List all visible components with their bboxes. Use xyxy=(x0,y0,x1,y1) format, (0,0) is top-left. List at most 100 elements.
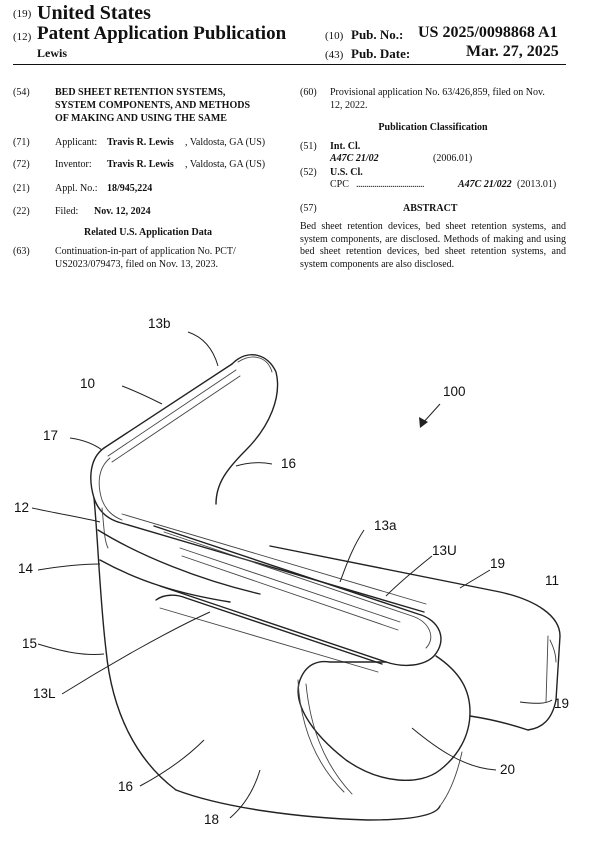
front-leg-edge-2 xyxy=(305,683,353,795)
inid-code-57: (57) xyxy=(300,203,317,214)
ref-13b: 13b xyxy=(148,316,171,331)
continuation-line-1: Continuation-in-part of application No. … xyxy=(55,246,236,257)
top-corner-inner xyxy=(98,457,123,521)
int-cl-label: Int. Cl. xyxy=(330,141,361,152)
field-filed: (22) Filed: Nov. 12, 2024 xyxy=(13,205,283,219)
inid-code-10: (10) xyxy=(325,30,344,42)
body-bottom-edge xyxy=(175,789,441,821)
patent-drawing xyxy=(31,331,561,821)
field-abstract-heading: (57) ABSTRACT xyxy=(300,202,570,216)
top-left-edge xyxy=(103,363,233,449)
cpc-label: CPC xyxy=(330,179,349,190)
applicant-name: Travis R. Lewis xyxy=(107,137,174,148)
inventor-name: Travis R. Lewis xyxy=(107,159,174,170)
back-leg-outline xyxy=(215,354,279,505)
inid-code-63: (63) xyxy=(13,246,30,257)
leader-19-bottom xyxy=(519,699,553,704)
ref-14: 14 xyxy=(18,561,34,576)
cpc-year: (2013.01) xyxy=(517,179,557,190)
int-cl-class: A47C 21/02 xyxy=(330,153,379,164)
top-right-edge-2 xyxy=(121,513,427,605)
body-left-edge xyxy=(93,497,177,791)
leader-13U xyxy=(385,555,433,597)
ref-20: 20 xyxy=(500,762,516,777)
band-line-upper xyxy=(97,529,261,595)
leader-14 xyxy=(37,563,101,571)
ref-18: 18 xyxy=(204,812,220,827)
field-continuation: (63) Continuation-in-part of application… xyxy=(13,245,283,273)
provisional-line-2: 12, 2022. xyxy=(330,100,368,111)
slot-lower-line xyxy=(181,555,399,631)
field-us-cl: (52) U.S. Cl. CPC ......................… xyxy=(300,166,570,192)
front-leg-edge xyxy=(297,679,345,793)
leader-13b xyxy=(187,331,219,367)
arrow-100-head xyxy=(419,417,428,428)
inid-code-71: (71) xyxy=(13,137,30,148)
pub-no-label: Pub. No.: xyxy=(351,27,404,42)
ref-100: 100 xyxy=(443,384,466,399)
inventor-label: Inventor: xyxy=(55,159,92,170)
title-line-2: SYSTEM COMPONENTS, AND METHODS xyxy=(55,100,251,111)
ref-16-top: 16 xyxy=(281,456,297,471)
ref-16-bottom: 16 xyxy=(118,779,134,794)
leader-10 xyxy=(121,385,163,405)
leader-19-top xyxy=(459,569,491,589)
top-right-edge xyxy=(117,521,425,613)
title-line-1: BED SHEET RETENTION SYSTEMS, xyxy=(55,87,226,98)
inid-code-43: (43) xyxy=(325,49,344,61)
leader-13L xyxy=(61,611,211,695)
appl-no-label: Appl. No.: xyxy=(55,183,98,194)
leader-13a xyxy=(339,529,365,583)
title-line-3: OF MAKING AND USING THE SAME xyxy=(55,113,227,124)
appl-no: 18/945,224 xyxy=(107,183,153,194)
slot-upper-line xyxy=(179,547,401,623)
loop-outline xyxy=(297,655,471,781)
back-leg-edge xyxy=(237,356,273,373)
ref-19-top: 19 xyxy=(490,556,506,571)
tab-edge xyxy=(545,635,549,703)
leader-12 xyxy=(31,507,101,523)
abstract-heading: ABSTRACT xyxy=(403,203,458,214)
ref-13L: 13L xyxy=(33,686,56,701)
slot-outline xyxy=(153,525,442,667)
inid-code-51: (51) xyxy=(300,141,317,152)
country: United States xyxy=(37,2,151,24)
ref-13a: 13a xyxy=(374,518,397,533)
inid-code-22: (22) xyxy=(13,206,30,217)
filed-date: Nov. 12, 2024 xyxy=(94,206,151,217)
loop-bottom-edge xyxy=(439,751,463,807)
leader-16-top xyxy=(235,462,273,467)
ref-15: 15 xyxy=(22,636,38,651)
ref-11: 11 xyxy=(545,573,560,588)
field-title: (54) BED SHEET RETENTION SYSTEMS, SYSTEM… xyxy=(13,86,283,126)
cpc-dots: .................................. xyxy=(356,179,425,190)
top-left-edge-3 xyxy=(111,375,241,463)
field-appl-no: (21) Appl. No.: 18/945,224 xyxy=(13,182,283,196)
top-left-edge-2 xyxy=(107,369,237,457)
inid-code-54: (54) xyxy=(13,87,30,98)
tab-notch xyxy=(549,639,557,663)
inid-code-19: (19) xyxy=(13,8,32,20)
publication-type: Patent Application Publication xyxy=(37,23,287,44)
classification-heading: Publication Classification xyxy=(378,122,488,133)
int-cl-year: (2006.01) xyxy=(433,153,473,164)
tab-lower-edge xyxy=(469,715,529,731)
leader-20 xyxy=(411,727,497,771)
abstract-text: Bed sheet retention devices, bed sheet r… xyxy=(300,221,566,270)
provisional-line-1: Provisional application No. 63/426,859, … xyxy=(330,87,545,98)
inid-code-21: (21) xyxy=(13,183,30,194)
us-cl-label: U.S. Cl. xyxy=(330,167,363,178)
pub-date-label: Pub. Date: xyxy=(351,46,411,61)
leader-15 xyxy=(37,643,105,655)
inid-code-52: (52) xyxy=(300,167,317,178)
inventor-location: , Valdosta, GA (US) xyxy=(185,159,266,170)
ref-13U: 13U xyxy=(432,543,457,558)
pub-no: US 2025/0098868 A1 xyxy=(418,24,558,41)
lower-slot-edge xyxy=(155,594,383,665)
tab-outline xyxy=(269,545,561,731)
leader-16-bottom xyxy=(139,739,205,787)
ref-19-bottom: 19 xyxy=(554,696,570,711)
inventor-surname: Lewis xyxy=(37,46,67,60)
ref-10: 10 xyxy=(80,376,96,391)
field-int-cl: (51) Int. Cl. A47C 21/02 (2006.01) xyxy=(300,140,570,166)
